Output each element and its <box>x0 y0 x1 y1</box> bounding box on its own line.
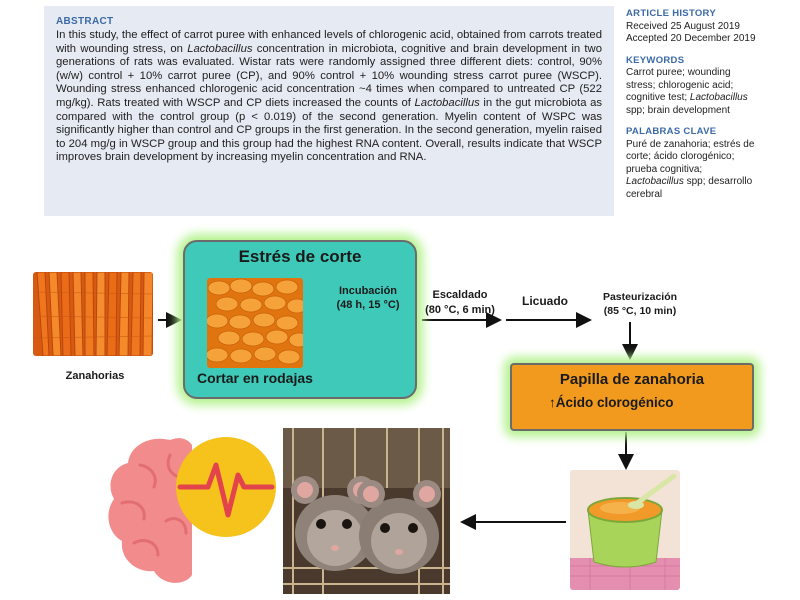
blanching-label: Escaldado (80 °C, 6 min) <box>418 288 502 318</box>
incubation-title: Incubación <box>338 285 398 297</box>
accepted-date: Accepted 20 December 2019 <box>626 33 756 44</box>
chlorogenic-acid-label: Ácido clorogénico <box>555 395 674 410</box>
palabras-italic: Lactobacillus <box>626 176 684 187</box>
keywords-italic: Lactobacillus <box>689 92 748 103</box>
incubation-label: Incubación (48 h, 15 °C) <box>323 284 413 312</box>
received-date: Received 25 August 2019 <box>626 20 740 32</box>
palabras-line: prueba cognitiva; <box>626 163 703 175</box>
palabras-line: corte; ácido clorogénico; <box>626 151 735 162</box>
up-arrow-icon: ↑ <box>549 395 556 410</box>
abstract-italic-1: Lactobacillus <box>187 42 253 55</box>
keywords-text: cognitive test; <box>626 92 690 103</box>
palabras-line: Puré de zanahoria; estrés de <box>626 138 755 150</box>
keywords-line: spp; brain development <box>626 104 730 116</box>
abstract-heading: ABSTRACT <box>56 16 114 27</box>
carrot-slices-photo <box>207 278 303 368</box>
keywords-line: stress; chlorogenic acid; <box>626 79 734 91</box>
blanching-title: Escaldado <box>432 289 488 301</box>
puree-title: Papilla de zanahoria <box>559 371 705 388</box>
puree-bowl-photo <box>570 470 680 590</box>
carrots-label: Zanahorias <box>65 370 125 382</box>
carrots-photo <box>33 272 153 356</box>
article-sidebar: ARTICLE HISTORY Received 25 August 2019 … <box>626 8 786 201</box>
incubation-conditions: (48 h, 15 °C) <box>336 299 400 311</box>
palabras-line: cerebral <box>626 188 663 200</box>
abstract-text-2: concentration in microbiota, cognitive a… <box>56 42 602 109</box>
keywords-line: Carrot puree; wounding <box>626 67 731 78</box>
article-history-heading: ARTICLE HISTORY <box>626 8 717 19</box>
chlorogenic-acid-increase: ↑Ácido clorogénico <box>549 395 674 410</box>
abstract-body: In this study, the effect of carrot pure… <box>56 29 602 165</box>
abstract-panel: ABSTRACT In this study, the effect of ca… <box>44 6 614 216</box>
palabras-text: spp; desarrollo <box>683 176 753 187</box>
cut-slices-label: Cortar en rodajas <box>197 370 313 386</box>
wounding-stress-box: Estrés de corte Cortar en rodajas Incuba… <box>183 240 417 399</box>
palabras-line: Lactobacillus spp; desarrollo <box>626 176 786 189</box>
abstract-italic-2: Lactobacillus <box>414 96 480 109</box>
brain-pulse-icon <box>100 425 280 595</box>
keywords-line: cognitive test; Lactobacillus <box>626 92 786 105</box>
abstract-text-1: In this study, the effect of carrot pure… <box>56 29 602 55</box>
blending-label: Licuado <box>521 294 568 308</box>
palabras-clave-heading: PALABRAS CLAVE <box>626 126 717 137</box>
keywords-heading: KEYWORDS <box>626 54 685 66</box>
carrot-puree-box: Papilla de zanahoria ↑Ácido clorogénico <box>510 363 754 431</box>
pasteurization-conditions: (85 °C, 10 min) <box>603 305 677 317</box>
blanching-conditions: (80 °C, 6 min) <box>425 304 495 316</box>
rats-photo <box>283 428 450 594</box>
pasteurization-title: Pasteurización <box>602 291 678 303</box>
pasteurization-label: Pasteurización (85 °C, 10 min) <box>590 290 690 318</box>
abstract-text-3: in the gut microbiota as compared with t… <box>56 96 602 164</box>
stress-title: Estrés de corte <box>238 247 362 266</box>
